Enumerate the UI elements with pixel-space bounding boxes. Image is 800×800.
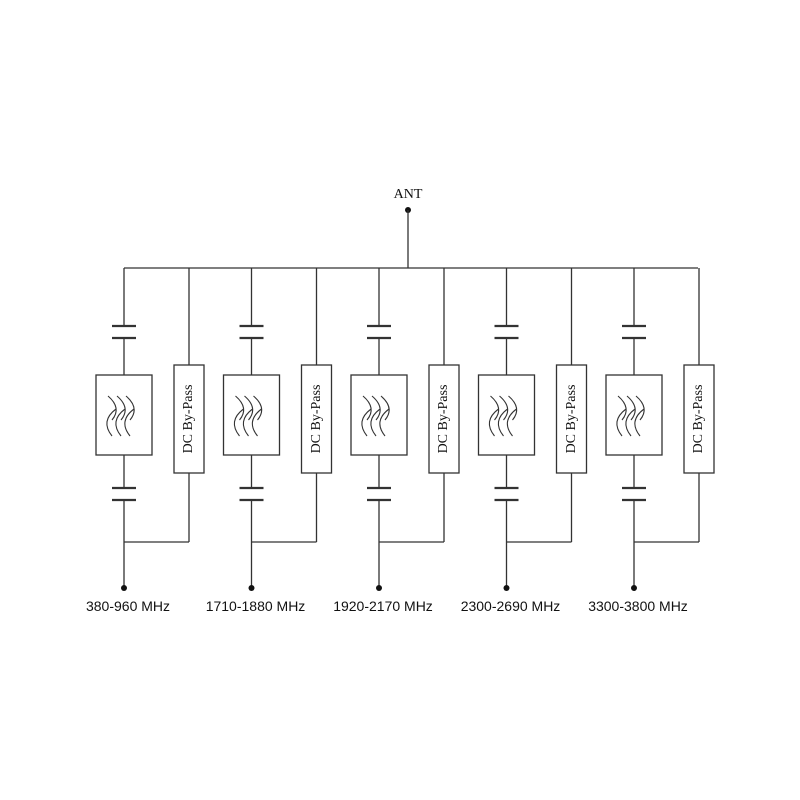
filter-wave-icon: [490, 395, 500, 421]
dc-bypass-label: DC By-Pass: [181, 384, 196, 454]
band-label: 3300-3800 MHz: [588, 598, 688, 614]
filter-wave-icon: [116, 395, 126, 421]
filter-wave-icon: [379, 408, 390, 437]
band-label: 1920-2170 MHz: [333, 598, 433, 614]
filter-wave-icon: [251, 408, 262, 437]
filter-wave-icon: [244, 395, 254, 421]
filter-wave-icon: [124, 408, 135, 437]
output-port-node: [376, 585, 382, 591]
filter-wave-icon: [361, 408, 372, 437]
band-label: 2300-2690 MHz: [460, 598, 561, 614]
filter-wave-icon: [235, 395, 245, 421]
filter-wave-icon: [506, 408, 517, 437]
filter-wave-icon: [488, 408, 499, 437]
dc-bypass-label: DC By-Pass: [563, 384, 579, 454]
filter-wave-icon: [499, 395, 509, 421]
filter-wave-icon: [362, 395, 372, 421]
output-port-node: [503, 585, 510, 591]
output-port-node: [121, 585, 127, 591]
filter-wave-icon: [380, 395, 390, 421]
filter-wave-icon: [233, 408, 244, 437]
output-port-node: [631, 585, 637, 591]
filter-wave-icon: [242, 408, 253, 437]
band-label: 1710-1880 MHz: [205, 598, 306, 614]
filter-wave-icon: [106, 408, 117, 437]
filter-wave-icon: [125, 395, 135, 421]
dc-bypass-label: DC By-Pass: [436, 384, 451, 454]
filter-wave-icon: [115, 408, 126, 437]
filter-wave-icon: [635, 395, 645, 421]
filter-wave-icon: [625, 408, 636, 437]
filter-wave-icon: [616, 408, 627, 437]
filter-wave-icon: [617, 395, 627, 421]
antenna-label: ANT: [393, 187, 423, 202]
filter-wave-icon: [371, 395, 381, 421]
filter-wave-icon: [634, 408, 645, 437]
filter-wave-icon: [107, 395, 117, 421]
filter-wave-icon: [370, 408, 381, 437]
filter-wave-icon: [497, 408, 508, 437]
filter-wave-icon: [253, 395, 263, 421]
filter-wave-icon: [626, 395, 636, 421]
band-label: 380-960 MHz: [85, 598, 171, 614]
output-port-node: [248, 585, 255, 591]
dc-bypass-label: DC By-Pass: [691, 384, 706, 454]
filter-wave-icon: [508, 395, 518, 421]
dc-bypass-label: DC By-Pass: [308, 384, 324, 454]
